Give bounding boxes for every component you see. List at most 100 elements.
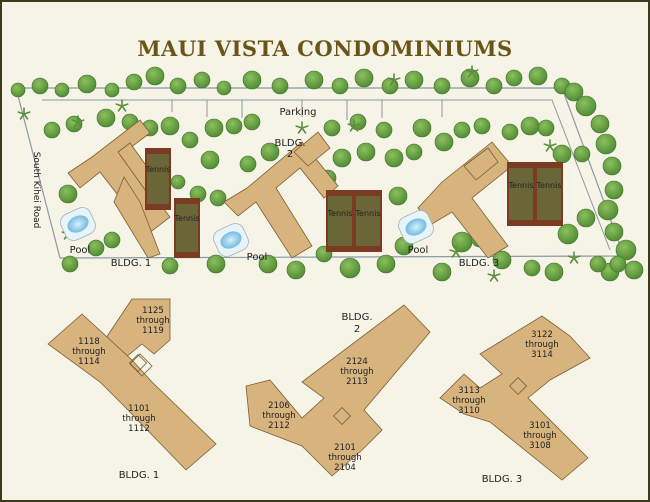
tree — [103, 231, 121, 249]
building-1-units: 1125 through 1119 1118 through 1114 1101… — [72, 306, 169, 434]
site-building-2-number: 2 — [287, 149, 293, 160]
building-2-plan — [245, 304, 431, 477]
palm-icon — [347, 119, 361, 132]
tree — [575, 95, 597, 117]
unit-range-start: 2124 — [346, 357, 368, 367]
unit-range-through: through — [523, 431, 556, 441]
palm-icon — [567, 251, 581, 264]
tree — [200, 150, 220, 170]
pool-label: Pool — [70, 245, 91, 256]
tennis-label: Tennis — [145, 165, 171, 174]
tennis-court: Tennis — [507, 162, 535, 226]
pool-label: Pool — [247, 252, 268, 263]
tree — [87, 239, 105, 257]
unit-range-end: 2104 — [334, 463, 356, 473]
unit-range-end: 3114 — [531, 350, 553, 360]
tree — [125, 73, 143, 91]
tree — [161, 257, 179, 275]
palm-icon — [387, 73, 401, 86]
tree — [31, 77, 49, 95]
tree — [453, 121, 471, 139]
tree — [432, 262, 452, 282]
building-1-plan — [47, 298, 217, 471]
site-building-2-label: BLDG. — [274, 138, 305, 149]
tree — [286, 260, 306, 280]
unit-range-through: through — [72, 347, 105, 357]
tennis-court: Tennis — [145, 148, 171, 210]
pool: Pool — [213, 223, 268, 263]
unit-range-through: through — [262, 411, 295, 421]
tree — [451, 231, 473, 253]
palm-icon — [449, 245, 463, 258]
palm-icon — [465, 65, 479, 78]
tree — [43, 121, 61, 139]
tree — [258, 254, 278, 274]
unit-range-through: through — [525, 340, 558, 350]
unit-range-end: 1119 — [142, 326, 164, 336]
tree — [193, 71, 211, 89]
tree — [595, 133, 617, 155]
tree — [604, 222, 624, 242]
unit-range-through: through — [122, 414, 155, 424]
tree — [602, 156, 622, 176]
tree — [381, 77, 399, 95]
building-2-label: BLDG. — [341, 312, 372, 323]
tree — [404, 70, 424, 90]
unit-range-end: 3110 — [458, 406, 480, 416]
tree — [388, 186, 408, 206]
tree — [239, 155, 257, 173]
tree — [573, 145, 591, 163]
unit-range-start: 3101 — [529, 421, 551, 431]
unit-range-end: 2112 — [268, 421, 290, 431]
tree — [54, 82, 70, 98]
unit-range-start: 1101 — [128, 404, 150, 414]
building-2-number: 2 — [354, 324, 360, 335]
tree — [242, 70, 262, 90]
building-1-label: BLDG. 1 — [119, 470, 160, 481]
unit-range-start: 2101 — [334, 443, 356, 453]
tree — [492, 250, 512, 270]
tree-group — [10, 66, 644, 282]
building-3-label: BLDG. 3 — [482, 474, 523, 485]
tree — [206, 254, 226, 274]
tree — [604, 180, 624, 200]
tree — [376, 254, 396, 274]
building-2-units: 2124 through 2113 2106 through 2112 2101… — [262, 357, 373, 473]
unit-range-end: 2113 — [346, 377, 368, 387]
tree — [243, 113, 261, 131]
tree — [10, 82, 26, 98]
tennis-label: Tennis — [174, 214, 200, 223]
pool: Pool — [60, 207, 96, 256]
tennis-court: Tennis — [326, 190, 354, 252]
site-building-1-label: BLDG. 1 — [111, 258, 152, 269]
site-building-2 — [223, 131, 339, 259]
tree — [485, 77, 503, 95]
tree — [557, 223, 579, 245]
parking-lane — [42, 99, 611, 251]
tree — [412, 118, 432, 138]
pool-label: Pool — [408, 245, 429, 256]
palm-icon — [115, 99, 129, 112]
tree — [104, 82, 120, 98]
tennis-court: Tennis — [535, 162, 563, 226]
parking-label: Parking — [279, 107, 316, 118]
unit-range-start: 1118 — [78, 337, 100, 347]
tree — [271, 77, 289, 95]
tree — [544, 262, 564, 282]
palm-icon — [17, 107, 31, 120]
tree — [77, 74, 97, 94]
tennis-label: Tennis — [355, 209, 381, 218]
unit-range-through: through — [136, 316, 169, 326]
page-title: MAUI VISTA CONDOMINIUMS — [137, 36, 513, 61]
palm-icon — [295, 121, 309, 134]
unit-range-end: 3108 — [529, 441, 551, 451]
tree — [609, 255, 627, 273]
tree — [589, 255, 607, 273]
tree — [181, 131, 199, 149]
tree — [537, 119, 555, 137]
unit-range-through: through — [340, 367, 373, 377]
tree — [260, 142, 280, 162]
tree — [523, 259, 541, 277]
